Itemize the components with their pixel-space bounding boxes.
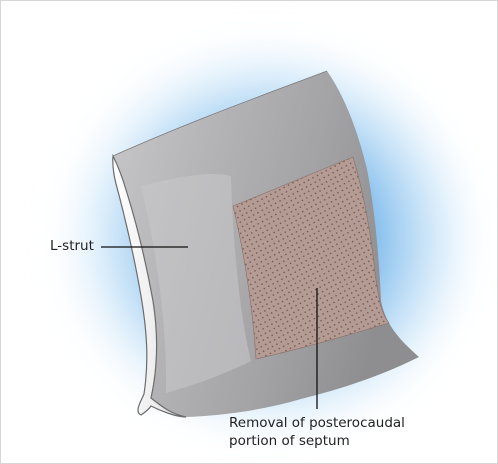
cut-edge-outline: [112, 70, 328, 157]
leader-lines: [101, 246, 318, 409]
cartilage-highlight: [141, 174, 251, 393]
cartilage-cut-edge: [112, 70, 328, 418]
removal-region: [232, 156, 390, 360]
cut-edge-strip: [112, 153, 187, 418]
l-strut-label: L-strut: [50, 238, 94, 254]
removal-label: Removal of posterocaudal portion of sept…: [229, 414, 405, 450]
removal-area: [232, 156, 390, 360]
removal-label-line-2: portion of septum: [229, 433, 350, 449]
removal-label-line-1: Removal of posterocaudal: [229, 415, 405, 431]
